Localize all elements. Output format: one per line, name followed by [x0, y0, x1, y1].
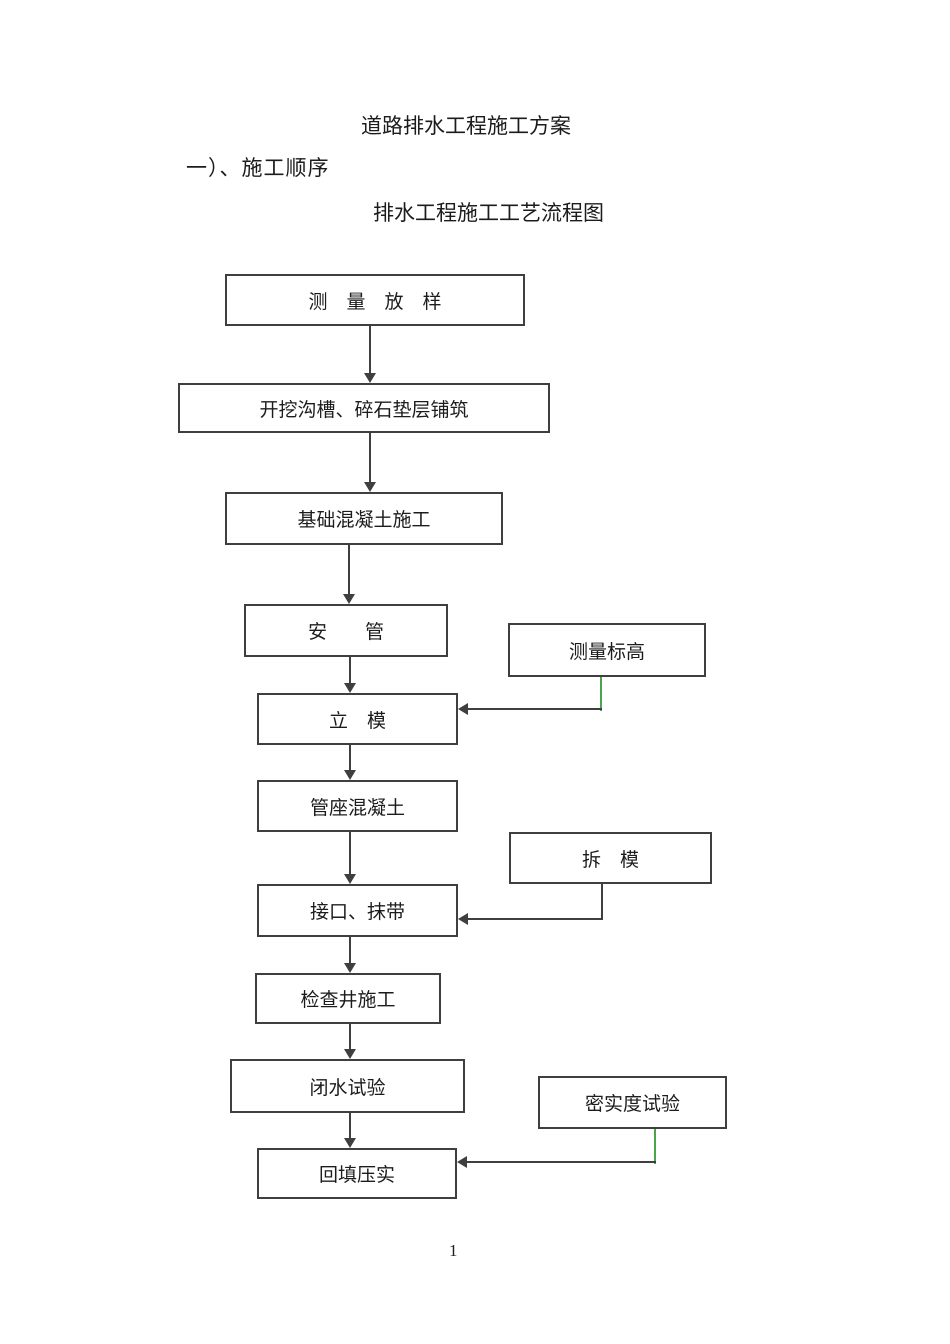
- flow-node-trench-excavation-gravel-bed: 开挖沟槽、碎石垫层铺筑: [178, 383, 550, 433]
- flow-node-formwork-removal: 拆 模: [509, 832, 712, 884]
- arrow-compaction-test-to-backfill-icon: [457, 1155, 656, 1169]
- flow-node-survey-setting-out: 测 量 放 样: [225, 274, 525, 326]
- arrow-joint-to-inspectionwell-icon: [343, 937, 357, 973]
- connector-compaction-test-drop: [654, 1129, 656, 1164]
- flow-node-joint-band-plastering: 接口、抹带: [257, 884, 458, 937]
- flow-node-backfill-compaction: 回填压实: [257, 1148, 457, 1199]
- connector-elevation-survey-drop: [600, 677, 602, 711]
- document-title: 道路排水工程施工方案: [361, 114, 571, 138]
- flow-node-foundation-concrete: 基础混凝土施工: [225, 492, 503, 545]
- arrow-inspectionwell-to-watertest-icon: [343, 1024, 357, 1059]
- flow-node-formwork-erection: 立 模: [257, 693, 458, 745]
- flowchart-title: 排水工程施工工艺流程图: [373, 201, 604, 225]
- arrow-excavation-to-foundation-icon: [363, 433, 377, 492]
- page-number: 1: [449, 1241, 458, 1260]
- arrow-formwork-removal-to-joint-icon: [458, 912, 603, 926]
- flow-node-water-closure-test: 闭水试验: [230, 1059, 465, 1113]
- arrow-watertest-to-backfill-icon: [343, 1113, 357, 1148]
- arrow-pipeseat-to-joint-icon: [343, 832, 357, 884]
- connector-formwork-removal-drop: [601, 884, 603, 920]
- arrow-elevation-survey-to-formwork-icon: [458, 702, 602, 716]
- arrow-pipelaying-to-formwork-icon: [343, 657, 357, 693]
- flow-node-pipe-laying: 安 管: [244, 604, 448, 657]
- flow-node-elevation-survey: 测量标高: [508, 623, 706, 677]
- flow-node-compaction-test: 密实度试验: [538, 1076, 727, 1129]
- arrow-formwork-to-pipeseat-icon: [343, 745, 357, 780]
- arrow-survey-to-excavation-icon: [363, 326, 377, 383]
- flow-node-pipe-seat-concrete: 管座混凝土: [257, 780, 458, 832]
- flow-node-inspection-well-construction: 检查井施工: [255, 973, 441, 1024]
- arrow-foundation-to-pipelaying-icon: [342, 545, 356, 604]
- section-heading: 一）、施工顺序: [186, 156, 330, 180]
